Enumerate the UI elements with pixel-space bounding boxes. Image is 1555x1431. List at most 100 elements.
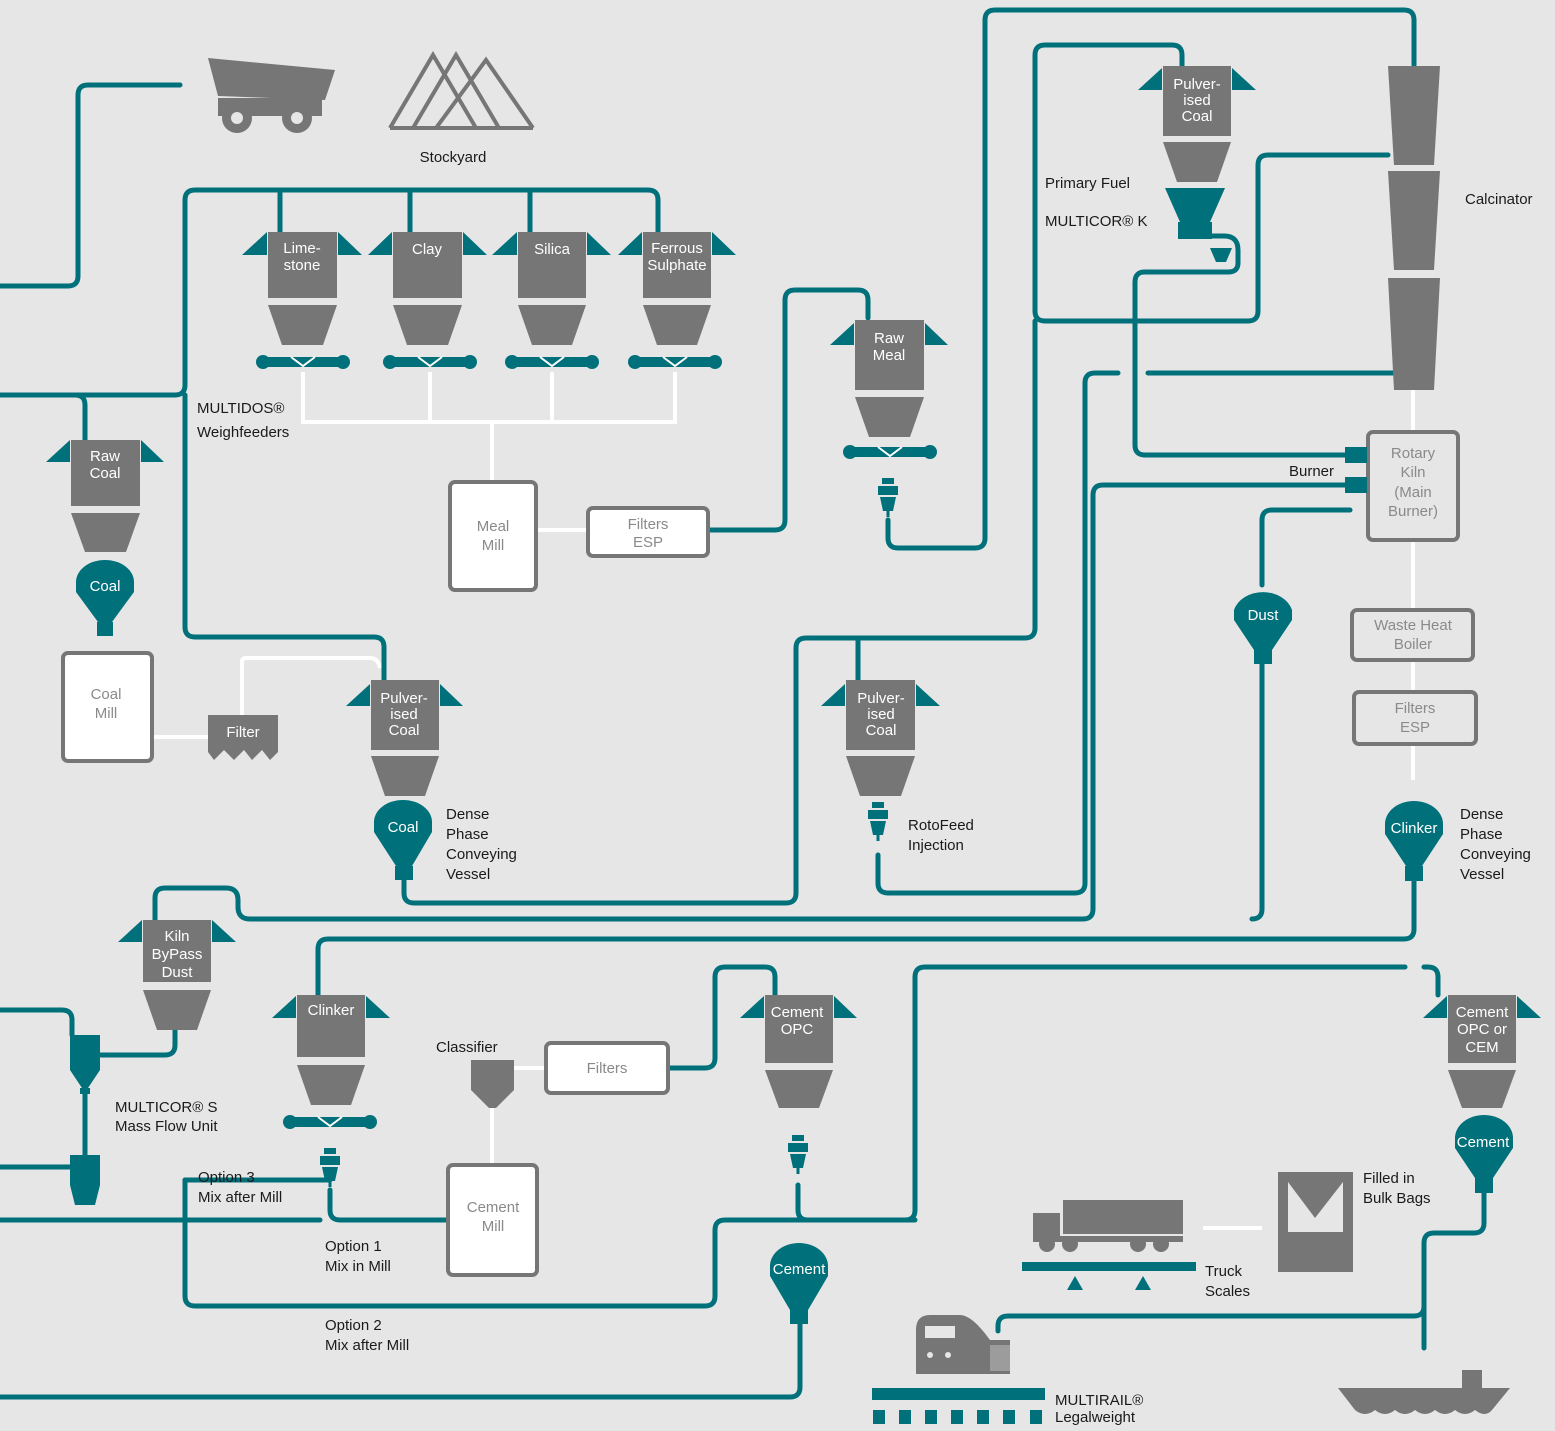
vessel-cement-right-label: Cement: [1457, 1134, 1510, 1151]
multicor-s-label-line1: MULTICOR® S: [115, 1099, 217, 1116]
multicor-k-label: MULTICOR® K: [1045, 213, 1147, 230]
rotofeed-label-line2: Injection: [908, 837, 964, 854]
multirail-line1: MULTIRAIL®: [1055, 1392, 1143, 1409]
option3-line2: Mix after Mill: [198, 1189, 282, 1206]
dense-phase-2-line2: Phase: [1460, 826, 1503, 843]
burner-tab-2: [1345, 477, 1367, 493]
silo-cement-opc-cem: [1423, 995, 1541, 1108]
silo-pulv-top-line3: Coal: [1182, 108, 1213, 125]
multicor-s-unit-1: [70, 1035, 100, 1094]
filled-bags-line1: Filled in: [1363, 1170, 1415, 1187]
cement-mill-line2: Mill: [482, 1218, 505, 1235]
rotary-kiln-line1: Rotary: [1391, 445, 1436, 462]
meal-mill-line2: Mill: [482, 537, 505, 554]
meal-mill-line1: Meal: [477, 518, 510, 535]
truck-icon: [1033, 1200, 1183, 1252]
scale-support-2: [1135, 1276, 1151, 1290]
filters-esp-2-line1: Filters: [1395, 700, 1436, 717]
silo-cement-cem-line1: Cement: [1456, 1004, 1509, 1021]
truck-scales-line1: Truck: [1205, 1263, 1242, 1280]
weighfeeder-belt-1: [255, 354, 351, 370]
silo-silica: [492, 232, 611, 345]
dense-phase-1-line1: Dense: [446, 806, 489, 823]
option3-line1: Option 3: [198, 1169, 255, 1186]
cement-mill-line1: Cement: [467, 1199, 520, 1216]
silo-raw-meal: [830, 320, 948, 437]
multidos-label-line1: MULTIDOS®: [197, 400, 284, 417]
silo-pulverised-coal-mid-left: [346, 680, 463, 796]
dense-phase-2-line1: Dense: [1460, 806, 1503, 823]
coal-mill-line2: Mill: [95, 705, 118, 722]
filters-esp-1-line1: Filters: [628, 516, 669, 533]
silo-pulv-mid1-line1: Pulver-: [380, 690, 428, 707]
rotofeed-label-line1: RotoFeed: [908, 817, 974, 834]
filled-bags-line2: Bulk Bags: [1363, 1190, 1431, 1207]
silo-cement-opc: [740, 995, 857, 1108]
truck-scale-platform: [1022, 1262, 1196, 1271]
rotary-kiln-line2: Kiln: [1400, 464, 1425, 481]
silo-clinker-label: Clinker: [308, 1002, 355, 1019]
vessel-clinker-label: Clinker: [1391, 820, 1438, 837]
dense-phase-1-line4: Vessel: [446, 866, 490, 883]
silo-pulv-top-line2: ised: [1183, 92, 1211, 109]
stockyard-mountains-icon: [388, 51, 535, 130]
rail-sleepers: [873, 1410, 1042, 1424]
silo-raw-coal-line1: Raw: [90, 448, 120, 465]
primary-fuel-label: Primary Fuel: [1045, 175, 1130, 192]
silo-pulverised-coal-top: [1138, 66, 1256, 182]
silo-ferrous-sulphate: [618, 232, 736, 345]
multicor-s-label-line2: Mass Flow Unit: [115, 1118, 218, 1135]
vessel-cement-right: [1455, 1115, 1513, 1193]
waste-heat-line1: Waste Heat: [1374, 617, 1453, 634]
burner-tab-1: [1345, 447, 1367, 463]
dense-phase-2-line4: Vessel: [1460, 866, 1504, 883]
filters-label: Filters: [587, 1060, 628, 1077]
option1-line2: Mix in Mill: [325, 1258, 391, 1275]
silo-limestone: [242, 232, 362, 345]
dense-phase-1-line2: Phase: [446, 826, 489, 843]
silo-cement-cem-line3: CEM: [1465, 1039, 1498, 1056]
rotary-kiln-line3: (Main: [1394, 484, 1432, 501]
raw-meal-rotofeed: [878, 478, 898, 517]
vessel-clinker-right: [1385, 801, 1443, 881]
silo-pulv-mid1-line2: ised: [390, 706, 418, 723]
weighfeeder-belt-2: [382, 354, 478, 370]
rotary-kiln-box: [1366, 430, 1460, 542]
raw-meal-feeder-belt: [842, 444, 938, 460]
bulk-bag-filler-icon: [1278, 1172, 1353, 1272]
silo-clay: [368, 232, 487, 345]
filters-esp-2-box: [1352, 690, 1478, 746]
waste-heat-boiler-box: [1350, 608, 1475, 662]
multidos-label-line2: Weighfeeders: [197, 424, 289, 441]
classifier-label: Classifier: [436, 1039, 498, 1056]
dump-truck-icon: [208, 58, 335, 133]
coal-mill-line1: Coal: [91, 686, 122, 703]
silo-cement-opc-line2: OPC: [781, 1021, 814, 1038]
vessel-coal-left: [76, 560, 134, 636]
filter-label: Filter: [226, 724, 259, 741]
multicor-s-unit-2: [70, 1155, 100, 1205]
truck-scales-line2: Scales: [1205, 1283, 1250, 1300]
cement-mill-box: [446, 1163, 539, 1277]
option1-line1: Option 1: [325, 1238, 382, 1255]
silo-pulv-mid2-line1: Pulver-: [857, 690, 905, 707]
vessel-cement-bottom-label: Cement: [773, 1261, 826, 1278]
ship-icon: [1338, 1370, 1510, 1414]
silo-cement-opc-line1: Cement: [771, 1004, 824, 1021]
coal-mill-box: [61, 651, 154, 763]
vessel-dust-label: Dust: [1248, 607, 1280, 624]
vessel-coal-dense-label: Coal: [388, 819, 419, 836]
filters-esp-1-line2: ESP: [633, 534, 663, 551]
dense-phase-1-line3: Conveying: [446, 846, 517, 863]
filters-esp-2-line2: ESP: [1400, 719, 1430, 736]
cement-opc-rotofeed: [788, 1135, 808, 1174]
filter-block: [208, 715, 278, 760]
weighfeeder-belt-4: [627, 354, 723, 370]
filters-esp-1-box: [586, 506, 710, 558]
silo-pulv-top-line1: Pulver-: [1173, 76, 1221, 93]
silo-cement-cem-line2: OPC or: [1457, 1021, 1507, 1038]
clinker-feeder-belt: [282, 1114, 378, 1130]
weighfeeder-belt-3: [504, 354, 600, 370]
text-layer: Stockyard MULTIDOS® Weighfeeders Primary…: [90, 76, 1533, 1426]
